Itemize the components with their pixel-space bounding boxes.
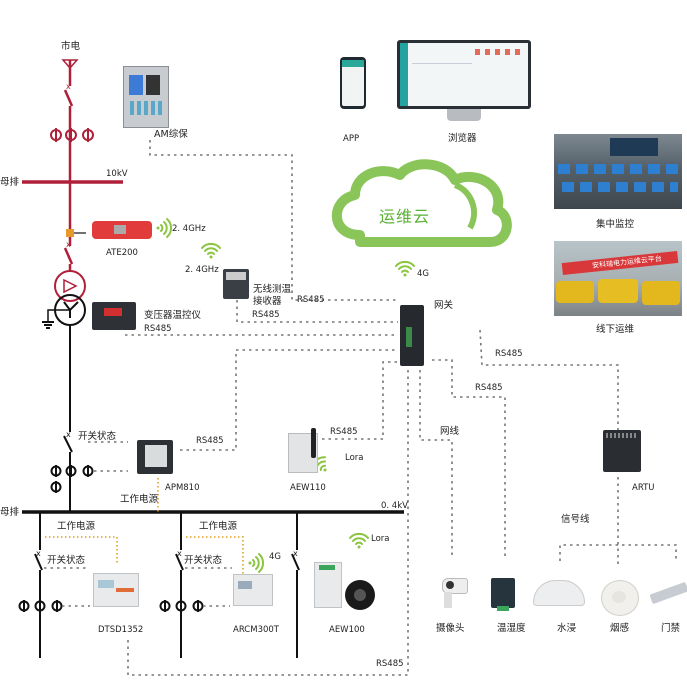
gateway-artu-rs485-label: RS485 [495,349,523,359]
temp-humidity-label: 温湿度 [497,623,526,634]
transformer-secondary [42,294,86,512]
branch1-work-power-label: 工作电源 [57,521,96,532]
hv-switch-blade [63,247,74,265]
svg-text:x: x [293,549,298,558]
lv-branches [34,512,300,658]
svg-text:x: x [177,549,182,558]
hv-busbar-label: 母排 [0,177,20,188]
lv-main-switch-blade [63,435,73,453]
lv-voltage-label: 0. 4kV [381,501,408,511]
svg-text:x: x [36,549,41,558]
app-phone-device [340,57,366,109]
aew100-ct-ring [345,580,375,610]
ate200-label: ATE200 [106,248,138,258]
receiver-freq-label: 2. 4GHz [185,265,219,275]
lv-main-cts [50,465,94,493]
ate200-sensor-device [92,221,152,239]
branch1-switch-state-label: 开关状态 [47,555,86,566]
cloud-label: 运维云 [379,207,431,226]
grid-source-label: 市电 [61,41,81,52]
arcm300t-label: ARCM300T [233,625,279,635]
artu-label: ARTU [632,483,655,493]
main-switch-state-label: 开关状态 [78,431,117,442]
app-label: APP [343,134,360,144]
ate200-freq-label: 2. 4GHz [172,224,206,234]
cloud-shape [331,159,512,247]
transformer-primary [54,270,86,302]
apm810-meter-device [137,440,173,474]
receiver-rs485-a: RS485 [297,295,325,305]
aew100-lora-label: Lora [371,534,390,544]
arcm-4g-label: 4G [269,552,281,562]
smoke-detector-device [601,580,639,616]
aew100-label: AEW100 [329,625,365,635]
dtsd1352-label: DTSD1352 [98,625,144,635]
aew110-rs485-label: RS485 [330,427,358,437]
transformer-ctrl-label: 变压器温控仪 [144,310,202,321]
network-cable-label: 网线 [440,426,460,437]
offline-ops-photo: 安科瑞电力运维云平台 [554,241,682,316]
svg-text:x: x [66,82,71,91]
receiver-label-line2: 接收器 [253,296,282,307]
wifi-cloud [395,260,415,273]
central-monitor-photo [554,134,682,209]
wifi-aew100 [349,532,369,545]
bottom-rs485-label: RS485 [376,659,404,669]
main-work-power-label: 工作电源 [120,494,159,505]
central-monitor-label: 集中监控 [596,219,635,230]
wifi-receiver [201,242,221,255]
artu-device [603,430,641,472]
camera-label: 摄像头 [436,623,465,634]
transformer-rs485-label: RS485 [144,324,172,334]
browser-label: 浏览器 [448,133,477,144]
transformer-temp-controller-device [92,302,136,330]
hv-current-transformers [50,128,94,142]
water-leak-label: 水浸 [557,623,577,634]
wifi-ate [160,218,173,238]
gateway-label: 网关 [434,300,454,311]
banner-text: 安科瑞电力运维云平台 [591,254,663,270]
camera-device [438,578,468,608]
comm-lines [44,140,677,676]
branch2-switch-state-label: 开关状态 [184,555,223,566]
apm810-label: APM810 [165,483,200,493]
cloud-4g-label: 4G [417,269,429,279]
apm810-rs485-label: RS485 [196,436,224,446]
aew110-lora-label: Lora [345,453,364,463]
delta-symbol [63,278,78,294]
wifi-arcm [252,553,265,573]
branch-cts [18,600,204,612]
aew100-meter-device [314,562,342,608]
svg-text:x: x [66,430,71,439]
monitor-stand [447,109,481,121]
hv-breaker-blade [63,89,74,107]
svg-text:x: x [66,240,71,249]
signal-line-label: 信号线 [561,514,590,525]
smoke-label: 烟感 [610,623,630,634]
offline-ops-label: 线下运维 [596,324,635,335]
am-protection-relay-device [123,66,169,128]
am-protect-label: AM综保 [154,129,188,140]
power-lines [45,478,244,575]
receiver-rs485-b: RS485 [252,310,280,320]
arcm300t-device [233,574,273,606]
wireless-receiver-device [223,269,249,299]
ate200-sensor-point [66,229,74,237]
gateway-temp-rs485-label: RS485 [475,383,503,393]
door-access-label: 门禁 [661,623,681,634]
temp-humidity-device [491,578,515,611]
branch2-work-power-label: 工作电源 [199,521,238,532]
hv-feeder [22,59,123,302]
browser-monitor-device [397,40,531,109]
gateway-device [400,305,424,366]
aew110-meter-device [288,428,318,473]
dtsd1352-meter-device [93,573,139,607]
aew110-label: AEW110 [290,483,326,493]
receiver-label-line1: 无线测温 [253,284,292,295]
lv-busbar-label: 母排 [0,507,20,518]
hv-voltage-label: 10kV [106,169,128,179]
